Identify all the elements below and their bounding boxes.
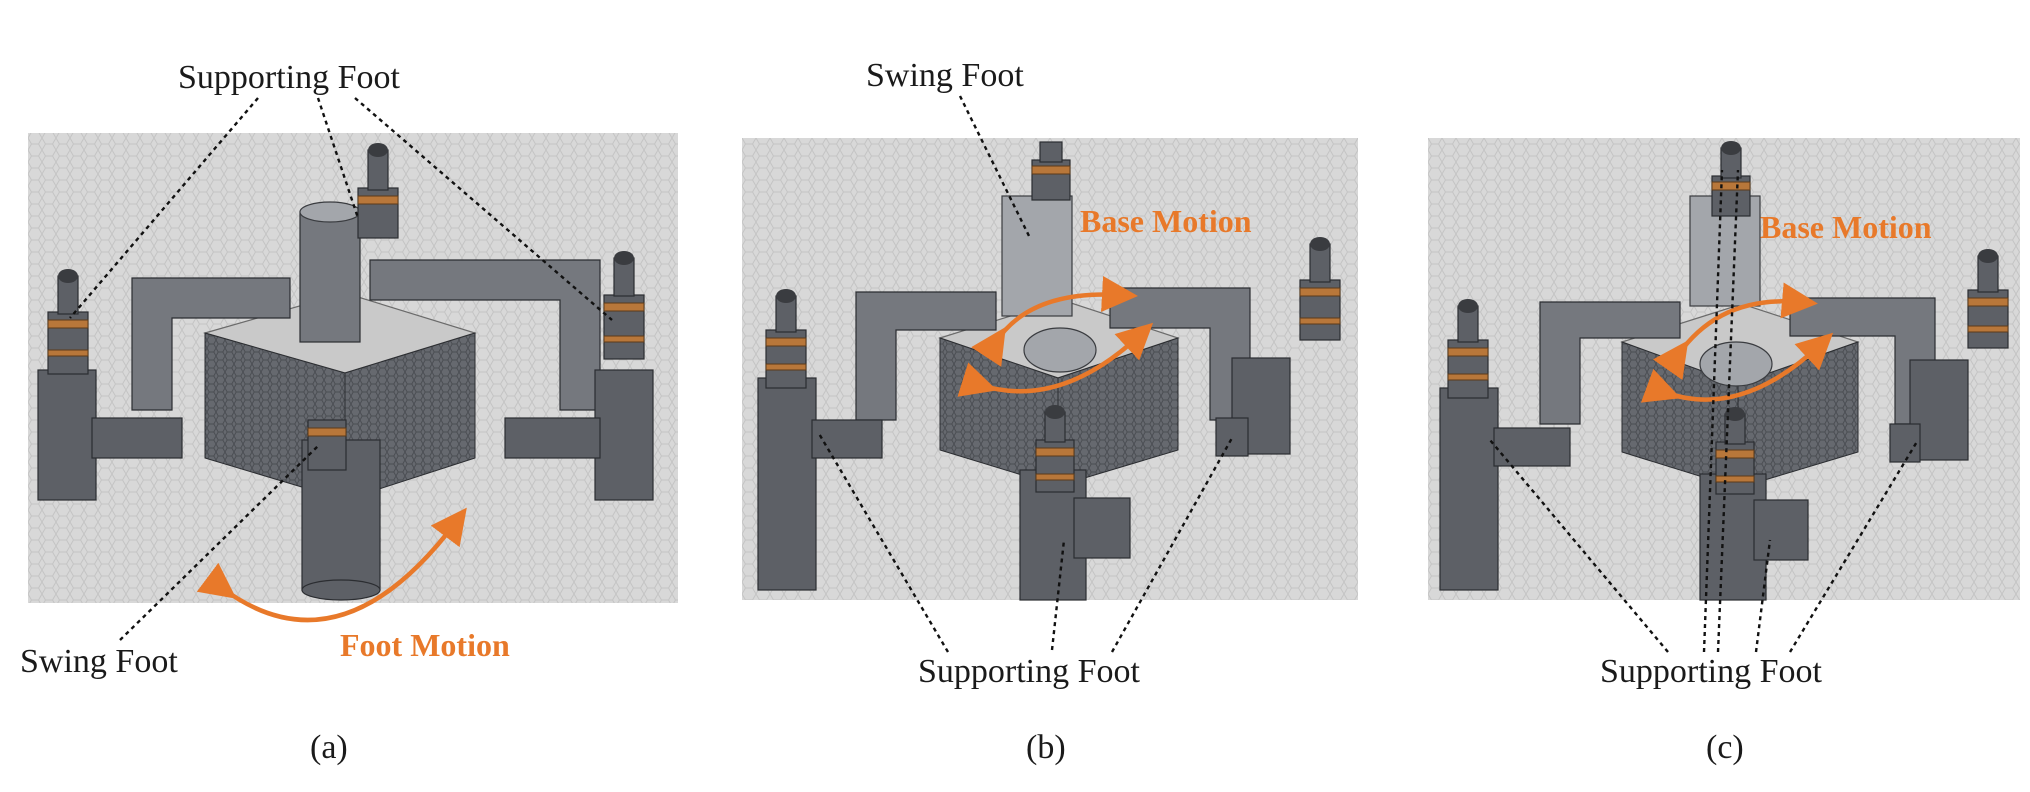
leader-b-supporting-front <box>1050 539 1066 651</box>
robot-a-post-front <box>307 419 347 471</box>
label-c-supporting-foot: Supporting Foot <box>1600 653 1823 690</box>
leader-b-supporting-right <box>1110 437 1234 653</box>
robot-b-post-left <box>765 289 807 389</box>
caption-a: (a) <box>310 729 348 766</box>
label-a-supporting-foot: Supporting Foot <box>178 59 401 96</box>
robot-a-post-left <box>47 269 89 375</box>
label-b-base-motion: Base Motion <box>1080 203 1252 239</box>
arrow-b-base-motion-lower <box>957 322 1154 397</box>
leader-c-supporting-front <box>1754 539 1772 653</box>
robot-c-post-left <box>1447 299 1489 399</box>
robot-a-arm-left <box>131 277 291 411</box>
robot-b-post-back <box>1031 141 1071 201</box>
label-b-swing-foot: Swing Foot <box>866 57 1024 94</box>
arrow-a-foot-motion <box>196 507 467 623</box>
leader-c-supporting-back-b <box>1716 169 1740 653</box>
robot-b-post-right <box>1299 237 1341 341</box>
label-c-base-motion: Base Motion <box>1760 209 1932 245</box>
robot-c-post-front <box>1715 407 1755 495</box>
label-a-foot-motion: Foot Motion <box>340 627 510 663</box>
panel-a: Supporting Foot Swing Foot Foot Motion (… <box>20 59 678 766</box>
robot-a-post-right <box>603 251 645 360</box>
robot-c-post-right <box>1967 249 2009 349</box>
leader-a-supporting-left <box>69 97 259 319</box>
leader-c-supporting-back-a <box>1702 169 1724 653</box>
robot-c-post-back <box>1711 141 1751 217</box>
leader-b-swing <box>958 95 1032 239</box>
leader-c-supporting-left <box>1489 439 1669 653</box>
label-b-supporting-foot: Supporting Foot <box>918 653 1141 690</box>
arrow-c-base-motion-lower <box>1640 332 1834 403</box>
robot-a <box>37 143 654 601</box>
robot-b-post-front <box>1035 405 1075 493</box>
leader-a-supporting-back <box>316 97 360 219</box>
leader-b-supporting-left <box>816 431 950 653</box>
panel-b: Swing Foot Base Motion Supporting Foot (… <box>742 57 1358 766</box>
leader-a-supporting-right <box>354 97 613 321</box>
label-a-swing-foot: Swing Foot <box>20 643 178 680</box>
caption-c: (c) <box>1706 729 1744 766</box>
panel-c: Base Motion Supporting Foot (c) <box>1428 138 2020 766</box>
robot-a-post-back <box>357 143 399 239</box>
leader-c-supporting-right <box>1788 439 1920 653</box>
robot-a-arm-right <box>369 259 601 411</box>
caption-b: (b) <box>1026 729 1066 766</box>
